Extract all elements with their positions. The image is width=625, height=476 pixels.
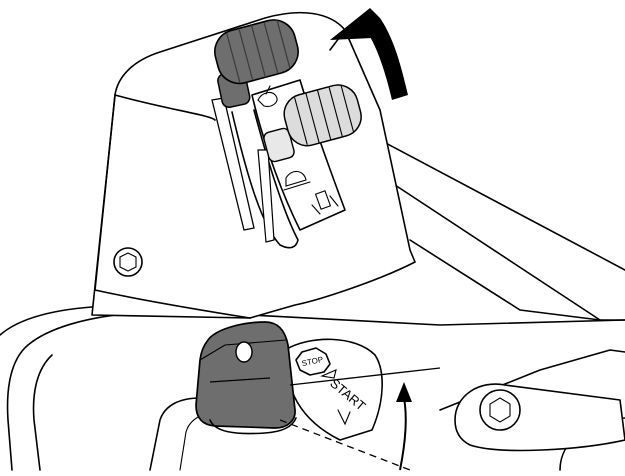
throttle-lever[interactable] [210, 15, 303, 231]
stop-label: STOP [301, 355, 324, 368]
hex-bolt-right [454, 383, 625, 452]
rabbit-icon [257, 85, 278, 107]
throttle-lever-ghost [257, 84, 362, 243]
throttle-direction-arrow [330, 8, 408, 100]
stop-sign-icon [295, 347, 331, 376]
hex-bolt-left [113, 247, 143, 277]
throttle-decal [257, 85, 339, 215]
ignition-plate: STOP START [284, 338, 383, 441]
turtle-icon [283, 170, 311, 191]
key-turn-arrow [396, 382, 412, 471]
key-pointer-line [289, 367, 441, 386]
choke-icon [311, 190, 339, 215]
ignition-key[interactable] [195, 321, 297, 435]
